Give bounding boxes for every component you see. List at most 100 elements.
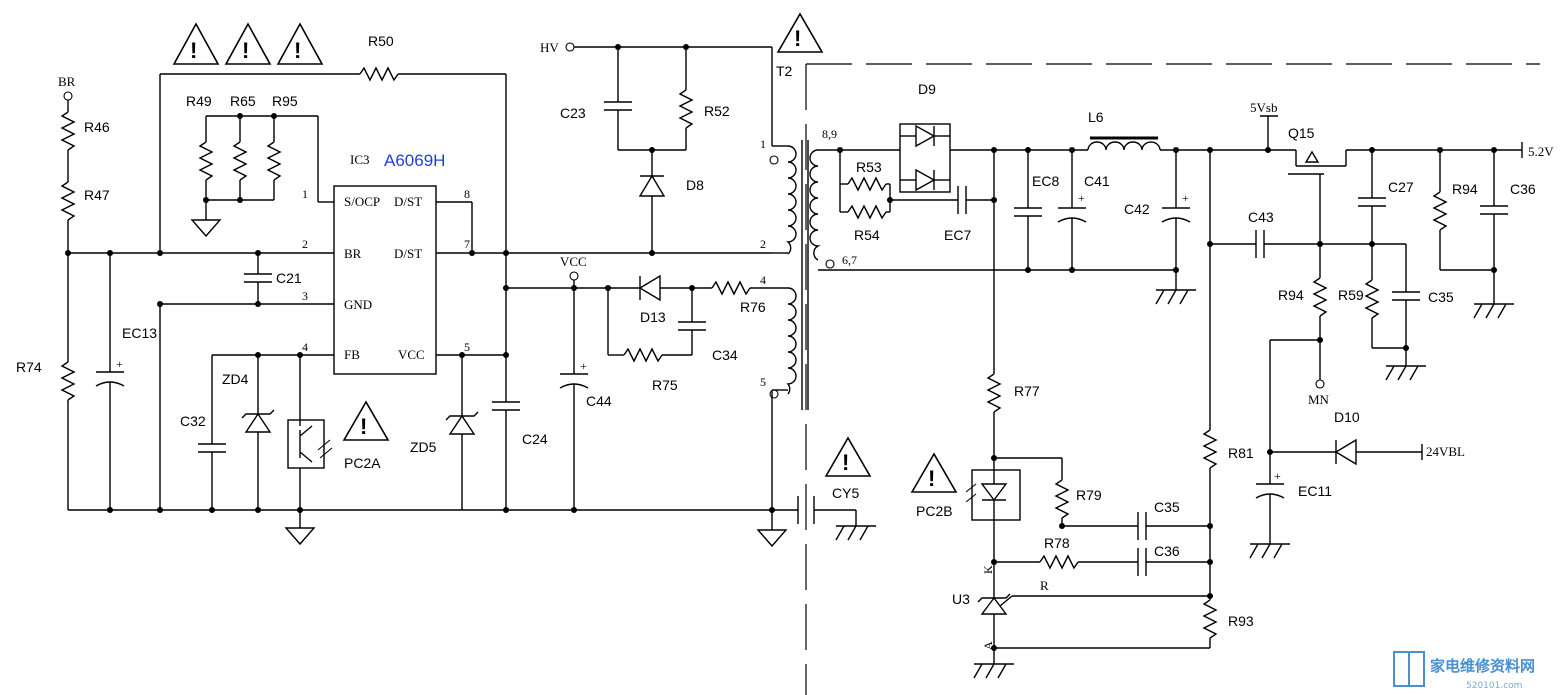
svg-text:!: ! [294,38,301,63]
label-c44: EC8 [1032,173,1059,189]
label-c36: C36 [1154,543,1180,559]
hv-net-label: HV [540,40,559,55]
ground-icon [284,527,316,546]
resistor-r74 [60,361,76,401]
t2-pin-5: 5 [760,375,766,389]
resistor-r49 [198,141,214,181]
svg-text:!: ! [360,414,367,439]
svg-text:+: + [1182,191,1189,205]
diode-d8 [638,174,666,197]
resistor-r93 [1312,277,1328,317]
watermark-text: 家电维修资料网 [1430,657,1535,675]
ic3-pin-num-3: 3 [302,289,308,303]
t2-pin-1: 1 [760,137,766,151]
label-r53: R53 [856,159,882,175]
resistor-r52 [678,89,694,129]
label-r93: R94 [1278,287,1304,303]
label-r75: R75 [652,377,678,393]
ref-net-label: R [1040,578,1049,593]
resistor-r78 [1039,554,1079,570]
ic3-pin-name-gnd: GND [344,297,372,312]
label-t2: T2 [776,63,793,79]
ic3-pin-name-br: BR [344,246,362,261]
resistor-r50 [359,66,399,82]
ic3-part-number: A6069H [384,151,445,170]
label-c35: C35 [1154,499,1180,515]
ic3-pin-num-2: 2 [302,237,308,251]
label-c23: C23 [560,105,586,121]
label-d9: D9 [918,81,936,97]
label-r54: R54 [854,227,880,243]
label-ec11: EC11 [1298,483,1332,499]
out-5v2-label: 5.2V [1528,144,1554,159]
warning-triangle-icon [824,436,872,477]
svg-text:!: ! [842,450,849,475]
label-pc2b: PC2B [916,503,953,519]
optocoupler-pc2a [287,419,325,469]
resistor-r59 [1432,191,1448,231]
transformer-primary-winding [786,145,797,255]
watermark-url: 520101.com [1466,681,1522,691]
ic3-pin-num-1: 1 [302,187,308,201]
svg-text:+: + [580,359,587,373]
label-r80: R81 [1228,445,1254,461]
label-zd5: ZD5 [410,439,437,455]
resistor-r75 [623,347,663,363]
resistor-r80 [1202,429,1218,469]
svg-text:+: + [116,357,123,371]
t2-pin-4: 4 [760,273,766,287]
label-ec7: C41 [1084,173,1110,189]
label-r49: R49 [186,93,212,109]
label-r46: R46 [84,119,110,135]
label-ec8: C42 [1124,201,1150,217]
label-u3: U3 [952,591,970,607]
warning-triangle-icon [910,452,958,493]
shunt-regulator-u3 [980,596,1008,615]
label-d10: D10 [1334,409,1360,425]
warning-triangle-icon [342,400,390,441]
resistor-r81 [1202,599,1218,639]
mn-net-label: MN [1308,392,1330,407]
label-r79: R79 [1076,487,1102,503]
resistor-r94 [1364,279,1380,319]
ic3-pin-num-7: 7 [464,237,470,251]
resistor-r77 [986,373,1002,413]
inductor-l6 [1087,141,1161,151]
resistor-r54 [847,204,887,220]
t2-pin-89: 8,9 [822,127,837,141]
warning-triangle-icon [776,12,824,53]
vsb-net-label: 5Vsb [1250,100,1277,115]
resistor-r76 [711,280,751,296]
svg-text:!: ! [242,38,249,63]
label-r59: R94 [1452,181,1478,197]
label-c33: C24 [522,431,548,447]
ic3-ref: IC3 [350,152,370,167]
label-r74: R74 [16,359,42,375]
ic3-chip [333,185,437,375]
ic3-pin-name-socp: S/OCP [344,194,380,209]
t2-pin-2: 2 [760,237,766,251]
diode-d9 [899,123,951,193]
br-net-label: BR [58,74,76,89]
label-pc2a: PC2A [344,455,381,471]
label-d13: D13 [640,309,666,325]
label-c34: C34 [712,347,738,363]
resistor-r46 [60,111,76,151]
ic3-pin-name-vcc: VCC [398,347,425,362]
label-c21: C21 [276,270,302,286]
ic3-pin-name-dst7: D/ST [394,246,422,261]
label-ec14: C44 [586,393,612,409]
svg-text:+: + [1274,469,1281,483]
zener-zd4 [244,412,272,433]
transformer-aux-winding [786,287,797,395]
label-r95: R95 [272,93,298,109]
label-r81: R93 [1228,613,1254,629]
svg-text:A: A [981,641,995,650]
label-q15: Q15 [1288,125,1315,141]
label-ec13: EC13 [122,325,157,341]
ground-icon [756,529,788,548]
bl24-net-label: 24VBL [1426,444,1465,459]
svg-text:!: ! [928,466,935,491]
optocoupler-pc2b [971,469,1021,521]
